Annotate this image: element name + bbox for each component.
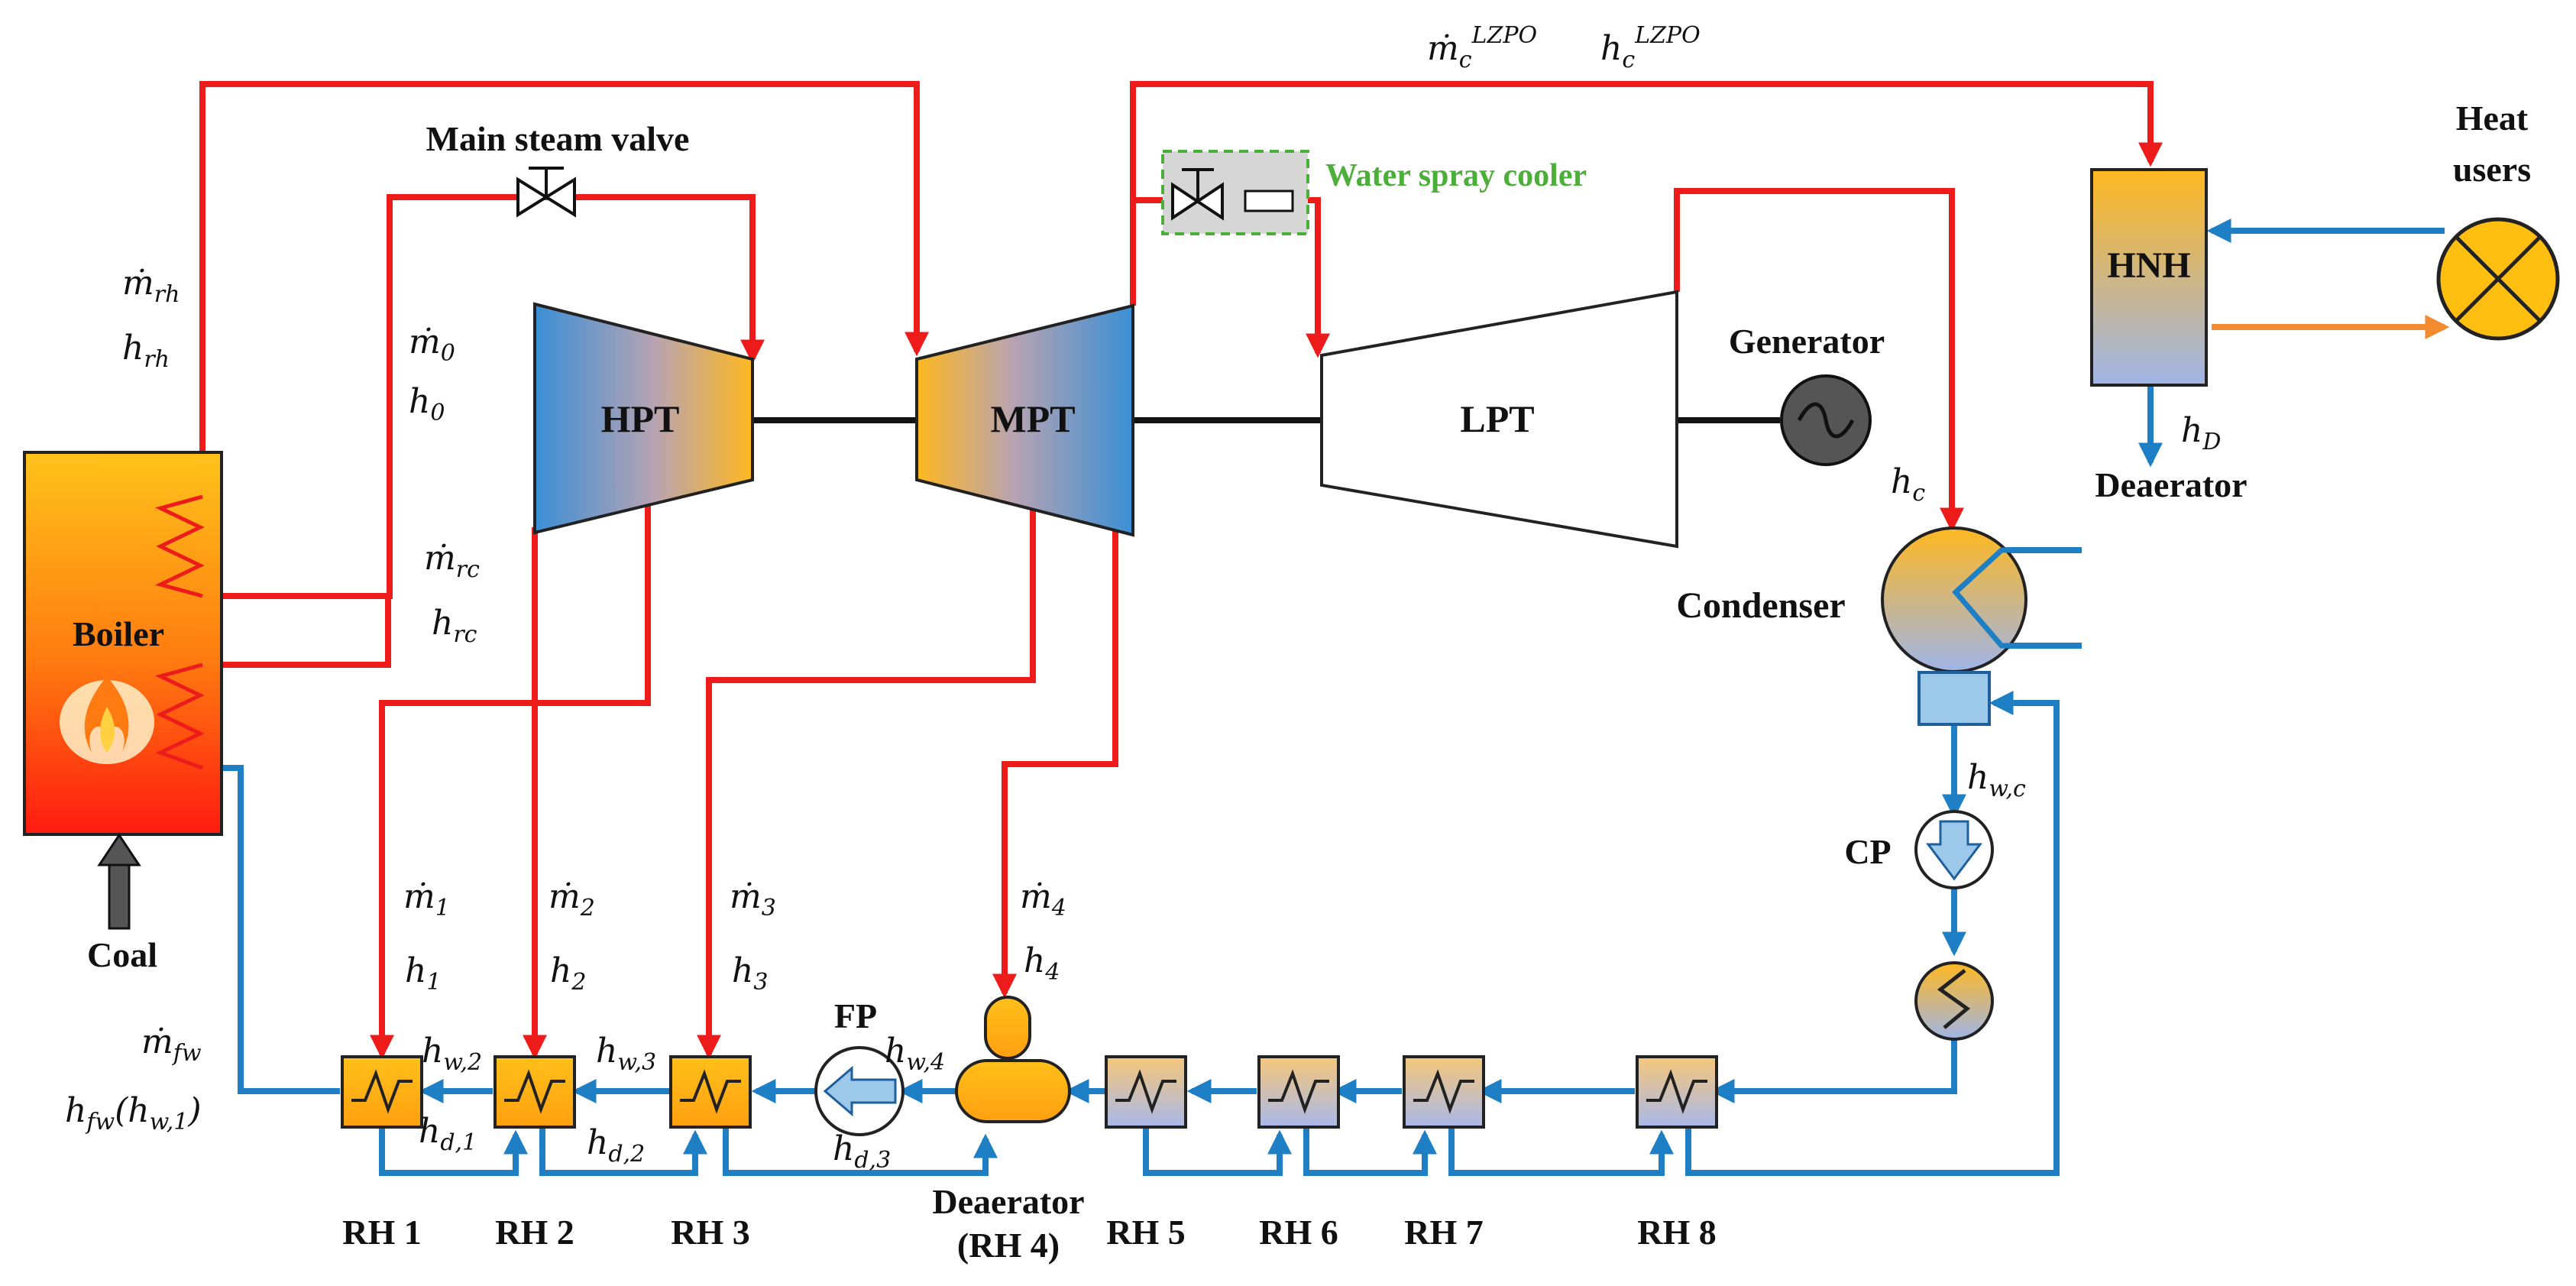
heater-4: RH 5 <box>1105 1055 1187 1252</box>
heater-label: RH 6 <box>1259 1213 1338 1252</box>
water-spray-cooler-label: Water spray cooler <box>1325 158 1587 193</box>
gland-heater <box>1914 961 1994 1041</box>
main-steam-valve: Main steam valve <box>426 119 690 218</box>
regenerative-heaters: RH 1 RH 2 RH 3 RH 5 RH 6 RH 7 RH 8 <box>341 1055 1718 1252</box>
hnh-deaerator-label: Deaerator <box>2095 465 2247 504</box>
hpt-turbine: HPT <box>533 302 754 535</box>
heater-coil-icon <box>351 1069 413 1114</box>
symbol-h-rh: hrh <box>122 329 170 373</box>
flame-icon <box>60 676 154 764</box>
main-steam-valve-label: Main steam valve <box>426 119 690 158</box>
heater-label: RH 7 <box>1404 1213 1484 1252</box>
hpt-label: HPT <box>601 397 680 440</box>
symbol-m-1: ṁ1 <box>403 877 450 922</box>
symbol-h-4: h4 <box>1024 941 1060 986</box>
symbol-m-c-lzpo: ṁcLZPO <box>1427 22 1537 73</box>
heater-coil-icon <box>1413 1069 1474 1114</box>
heater-5: RH 6 <box>1257 1055 1340 1252</box>
symbol-m-0: ṁ0 <box>409 322 455 367</box>
deaerator-label-1: Deaerator <box>932 1182 1084 1221</box>
heater-label: RH 8 <box>1637 1213 1717 1252</box>
symbol-h-fw: hfw(hw,1) <box>65 1091 202 1135</box>
feed-pump: FP <box>814 996 905 1136</box>
symbol-m-4: ṁ4 <box>1020 877 1066 922</box>
reheater-coil <box>154 494 205 770</box>
symbol-h-0: h0 <box>409 382 445 426</box>
heater-2: RH 2 <box>494 1055 576 1252</box>
deaerator: Deaerator (RH 4) <box>932 996 1085 1265</box>
boiler-label: Boiler <box>73 614 164 653</box>
symbol-h-c-lzpo: hcLZPO <box>1600 22 1701 73</box>
symbol-h-w-c: hw,c <box>1967 758 2026 802</box>
lpt-label: LPT <box>1460 397 1534 440</box>
condenser: Condenser <box>1676 526 2082 726</box>
symbol-h-d: hD <box>2181 411 2221 455</box>
heater-label: RH 3 <box>671 1213 750 1252</box>
symbol-h-2: h2 <box>550 951 586 996</box>
symbol-h-c: hc <box>1891 462 1925 507</box>
symbol-h-d-1: hd,1 <box>419 1112 477 1156</box>
coal-feed: Coal <box>87 833 157 974</box>
coal-label: Coal <box>87 935 157 974</box>
condenser-label: Condenser <box>1676 585 1845 626</box>
symbol-h-w-4: hw,4 <box>885 1032 945 1076</box>
heater-label: RH 2 <box>495 1213 574 1252</box>
symbol-m-rc: ṁrc <box>424 539 480 583</box>
lpt-turbine: LPT <box>1320 290 1678 549</box>
water-lines <box>195 219 2445 1176</box>
symbol-h-1: h1 <box>405 951 441 996</box>
cp-label: CP <box>1844 832 1891 871</box>
heater-coil-icon <box>1646 1069 1707 1114</box>
hnh-label: HNH <box>2107 245 2190 286</box>
symbol-h-rc: hrc <box>432 604 477 648</box>
heater-coil-icon <box>1115 1069 1176 1114</box>
symbol-m-fw: ṁfw <box>141 1022 202 1067</box>
symbol-h-3: h3 <box>732 951 768 996</box>
heater-3: RH 3 <box>669 1055 752 1252</box>
symbol-m-2: ṁ2 <box>549 877 595 922</box>
symbol-m-3: ṁ3 <box>730 877 776 922</box>
generator: Generator <box>1729 322 1885 466</box>
heater-coil-icon <box>1268 1069 1329 1114</box>
deaerator-label-2: (RH 4) <box>957 1226 1060 1265</box>
heater-label: RH 5 <box>1106 1213 1186 1252</box>
symbol-m-rh: ṁrh <box>122 264 180 308</box>
heater-6: RH 7 <box>1403 1055 1485 1252</box>
mpt-label: MPT <box>990 397 1075 440</box>
heat-users: Heat users <box>2436 99 2560 341</box>
heater-7: RH 8 <box>1636 1055 1718 1252</box>
mpt-turbine: MPT <box>915 303 1134 537</box>
heat-users-label-1: Heat <box>2456 99 2529 138</box>
water-spray-cooler: Water spray cooler <box>1161 150 1587 235</box>
heat-users-label-2: users <box>2453 150 2531 189</box>
symbol-h-d-2: hd,2 <box>587 1123 645 1168</box>
boiler: Boiler <box>23 451 223 836</box>
hnh-heater: HNH <box>2090 168 2208 387</box>
condensate-pump: CP <box>1844 810 1994 889</box>
generator-label: Generator <box>1729 322 1885 361</box>
heater-coil-icon <box>680 1069 741 1114</box>
symbol-h-w-2: hw,2 <box>422 1032 482 1076</box>
heater-label: RH 1 <box>342 1213 422 1252</box>
symbol-h-w-3: hw,3 <box>596 1032 656 1076</box>
heater-1: RH 1 <box>341 1055 423 1252</box>
fp-label: FP <box>834 996 877 1035</box>
heater-coil-icon <box>504 1069 565 1114</box>
